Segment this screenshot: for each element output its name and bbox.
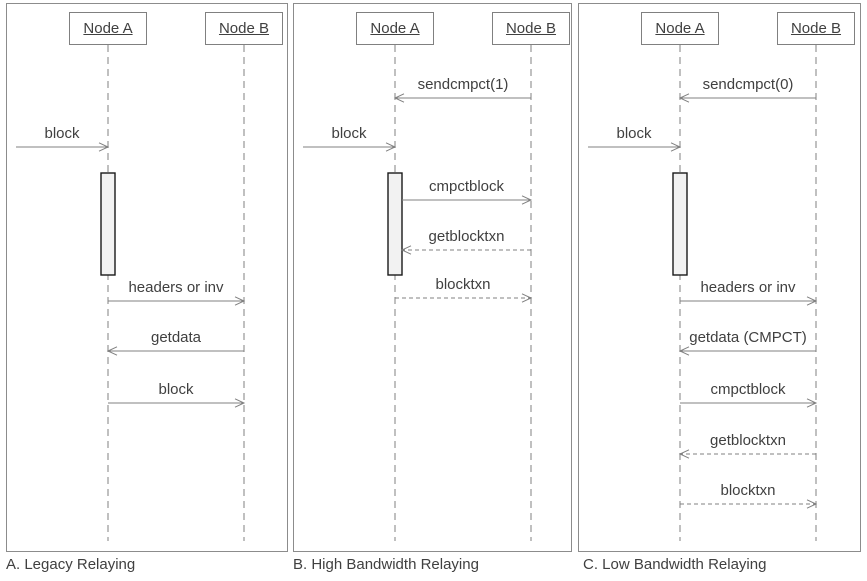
arrowhead-cmpctblock [521, 195, 533, 205]
panel-low-bandwidth-relaying: sendcmpct(0) block headers or inv getdata (… [578, 3, 861, 552]
message-label-block: block [616, 125, 652, 142]
arrowhead-headers-or-inv [234, 296, 246, 306]
activation-bar-node-a [387, 172, 403, 276]
message-label-headers-or-inv: headers or inv [700, 279, 796, 296]
activation-bar-node-a [100, 172, 116, 276]
arrowhead-getdata-cmpct [678, 346, 690, 356]
caption-legacy-relaying: A. Legacy Relaying [6, 556, 136, 573]
actor-box-node-b: Node B [492, 12, 570, 45]
arrowhead-sendcmpct-0 [678, 93, 690, 103]
caption-low-bandwidth-relaying: C. Low Bandwidth Relaying [583, 556, 767, 573]
arrowhead-sendcmpct-1 [393, 93, 405, 103]
panel-legacy-relaying: block headers or inv getdata block Node A Nod… [6, 3, 288, 552]
arrowhead-headers-or-inv [806, 296, 818, 306]
message-label-getblocktxn: getblocktxn [428, 228, 505, 245]
arrowhead-block [234, 398, 246, 408]
message-label-sendcmpct-1: sendcmpct(1) [417, 76, 509, 93]
actor-box-node-a: Node A [69, 12, 147, 45]
arrowhead-getblocktxn [678, 449, 690, 459]
message-label-cmpctblock: cmpctblock [710, 381, 786, 398]
arrowhead-blocktxn [806, 499, 818, 509]
actor-label-node-b: Node B [505, 20, 557, 37]
actor-box-node-a: Node A [641, 12, 719, 45]
actor-box-node-b: Node B [777, 12, 855, 45]
arrowhead-getblocktxn [400, 245, 412, 255]
actor-label-node-a: Node A [655, 20, 705, 37]
message-label-getdata-cmpct: getdata (CMPCT) [689, 329, 807, 346]
message-label-block: block [44, 125, 80, 142]
sequence-layer [303, 45, 533, 541]
message-label-cmpctblock: cmpctblock [428, 178, 505, 195]
activation-bar-node-a [672, 172, 688, 276]
actor-label-node-a: Node A [370, 20, 420, 37]
actor-label-node-b: Node B [218, 20, 270, 37]
message-label-headers-or-inv: headers or inv [128, 279, 224, 296]
message-label-getblocktxn: getblocktxn [710, 432, 786, 449]
sequence-layer [16, 45, 246, 541]
caption-high-bandwidth-relaying: B. High Bandwidth Relaying [293, 556, 479, 573]
sequence-layer [588, 45, 818, 541]
message-label-sendcmpct-0: sendcmpct(0) [702, 76, 794, 93]
arrowhead-block [98, 142, 110, 152]
arrowhead-getdata [106, 346, 118, 356]
actor-box-node-a: Node A [356, 12, 434, 45]
actor-box-node-b: Node B [205, 12, 283, 45]
arrowhead-blocktxn [521, 293, 533, 303]
arrowhead-cmpctblock [806, 398, 818, 408]
message-label-block: block [158, 381, 194, 398]
panel-high-bandwidth-relaying: sendcmpct(1) block cmpctblock getblocktxn bl… [293, 3, 572, 552]
message-label-blocktxn: blocktxn [720, 482, 776, 499]
actor-label-node-a: Node A [83, 20, 133, 37]
arrowhead-block [670, 142, 682, 152]
actor-label-node-b: Node B [790, 20, 842, 37]
message-label-blocktxn: blocktxn [435, 276, 491, 293]
arrowhead-block [385, 142, 397, 152]
message-label-block: block [331, 125, 367, 142]
message-label-getdata: getdata [150, 329, 202, 346]
